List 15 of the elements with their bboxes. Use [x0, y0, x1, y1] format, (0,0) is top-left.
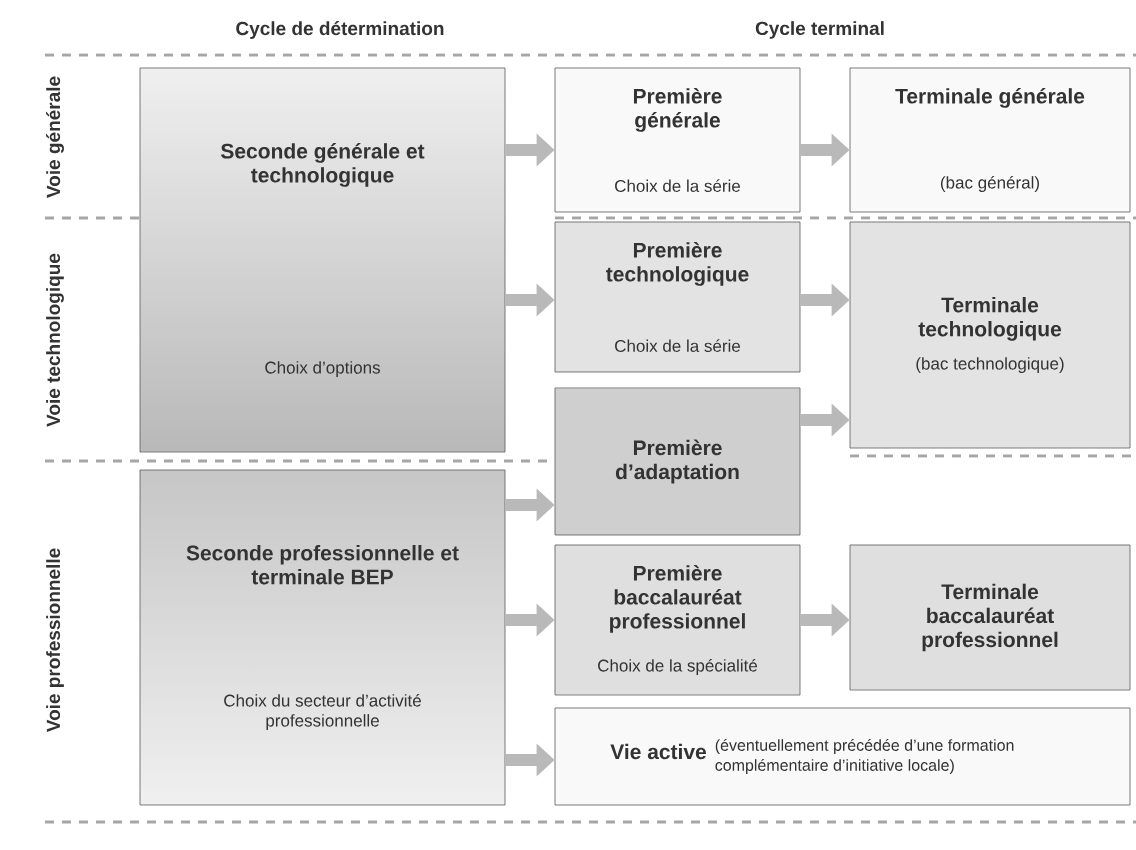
column-heading: Cycle de détermination: [236, 21, 444, 39]
stage-box: Première générale Choix de la série: [554, 67, 801, 213]
stage-box: Première d’adaptation: [554, 387, 801, 536]
stage-box: Seconde professionnelle et terminale BEP Choix du secteur d’activité professionnelle: [139, 469, 506, 806]
stage-box: Terminale générale (bac général): [849, 67, 1131, 213]
track-label: Voie générale: [46, 76, 64, 198]
track-label: Voie technologique: [46, 253, 64, 427]
stage-box: Première baccalauréat professionnel Choix de la spécialité: [554, 544, 801, 696]
track-label: Voie professionnelle: [46, 548, 64, 733]
stage-box: Seconde générale et technologique Choix d’options: [139, 67, 506, 453]
stage-box: Vie active (éventuellement précédée d’une formation complémentaire d’initiative locale): [554, 707, 1131, 806]
stage-box: Terminale technologique (bac technologique): [849, 221, 1131, 449]
stage-box: Première technologique Choix de la série: [554, 221, 801, 373]
stage-box: Terminale baccalauréat professionnel: [849, 544, 1131, 691]
column-heading: Cycle terminal: [755, 21, 884, 39]
